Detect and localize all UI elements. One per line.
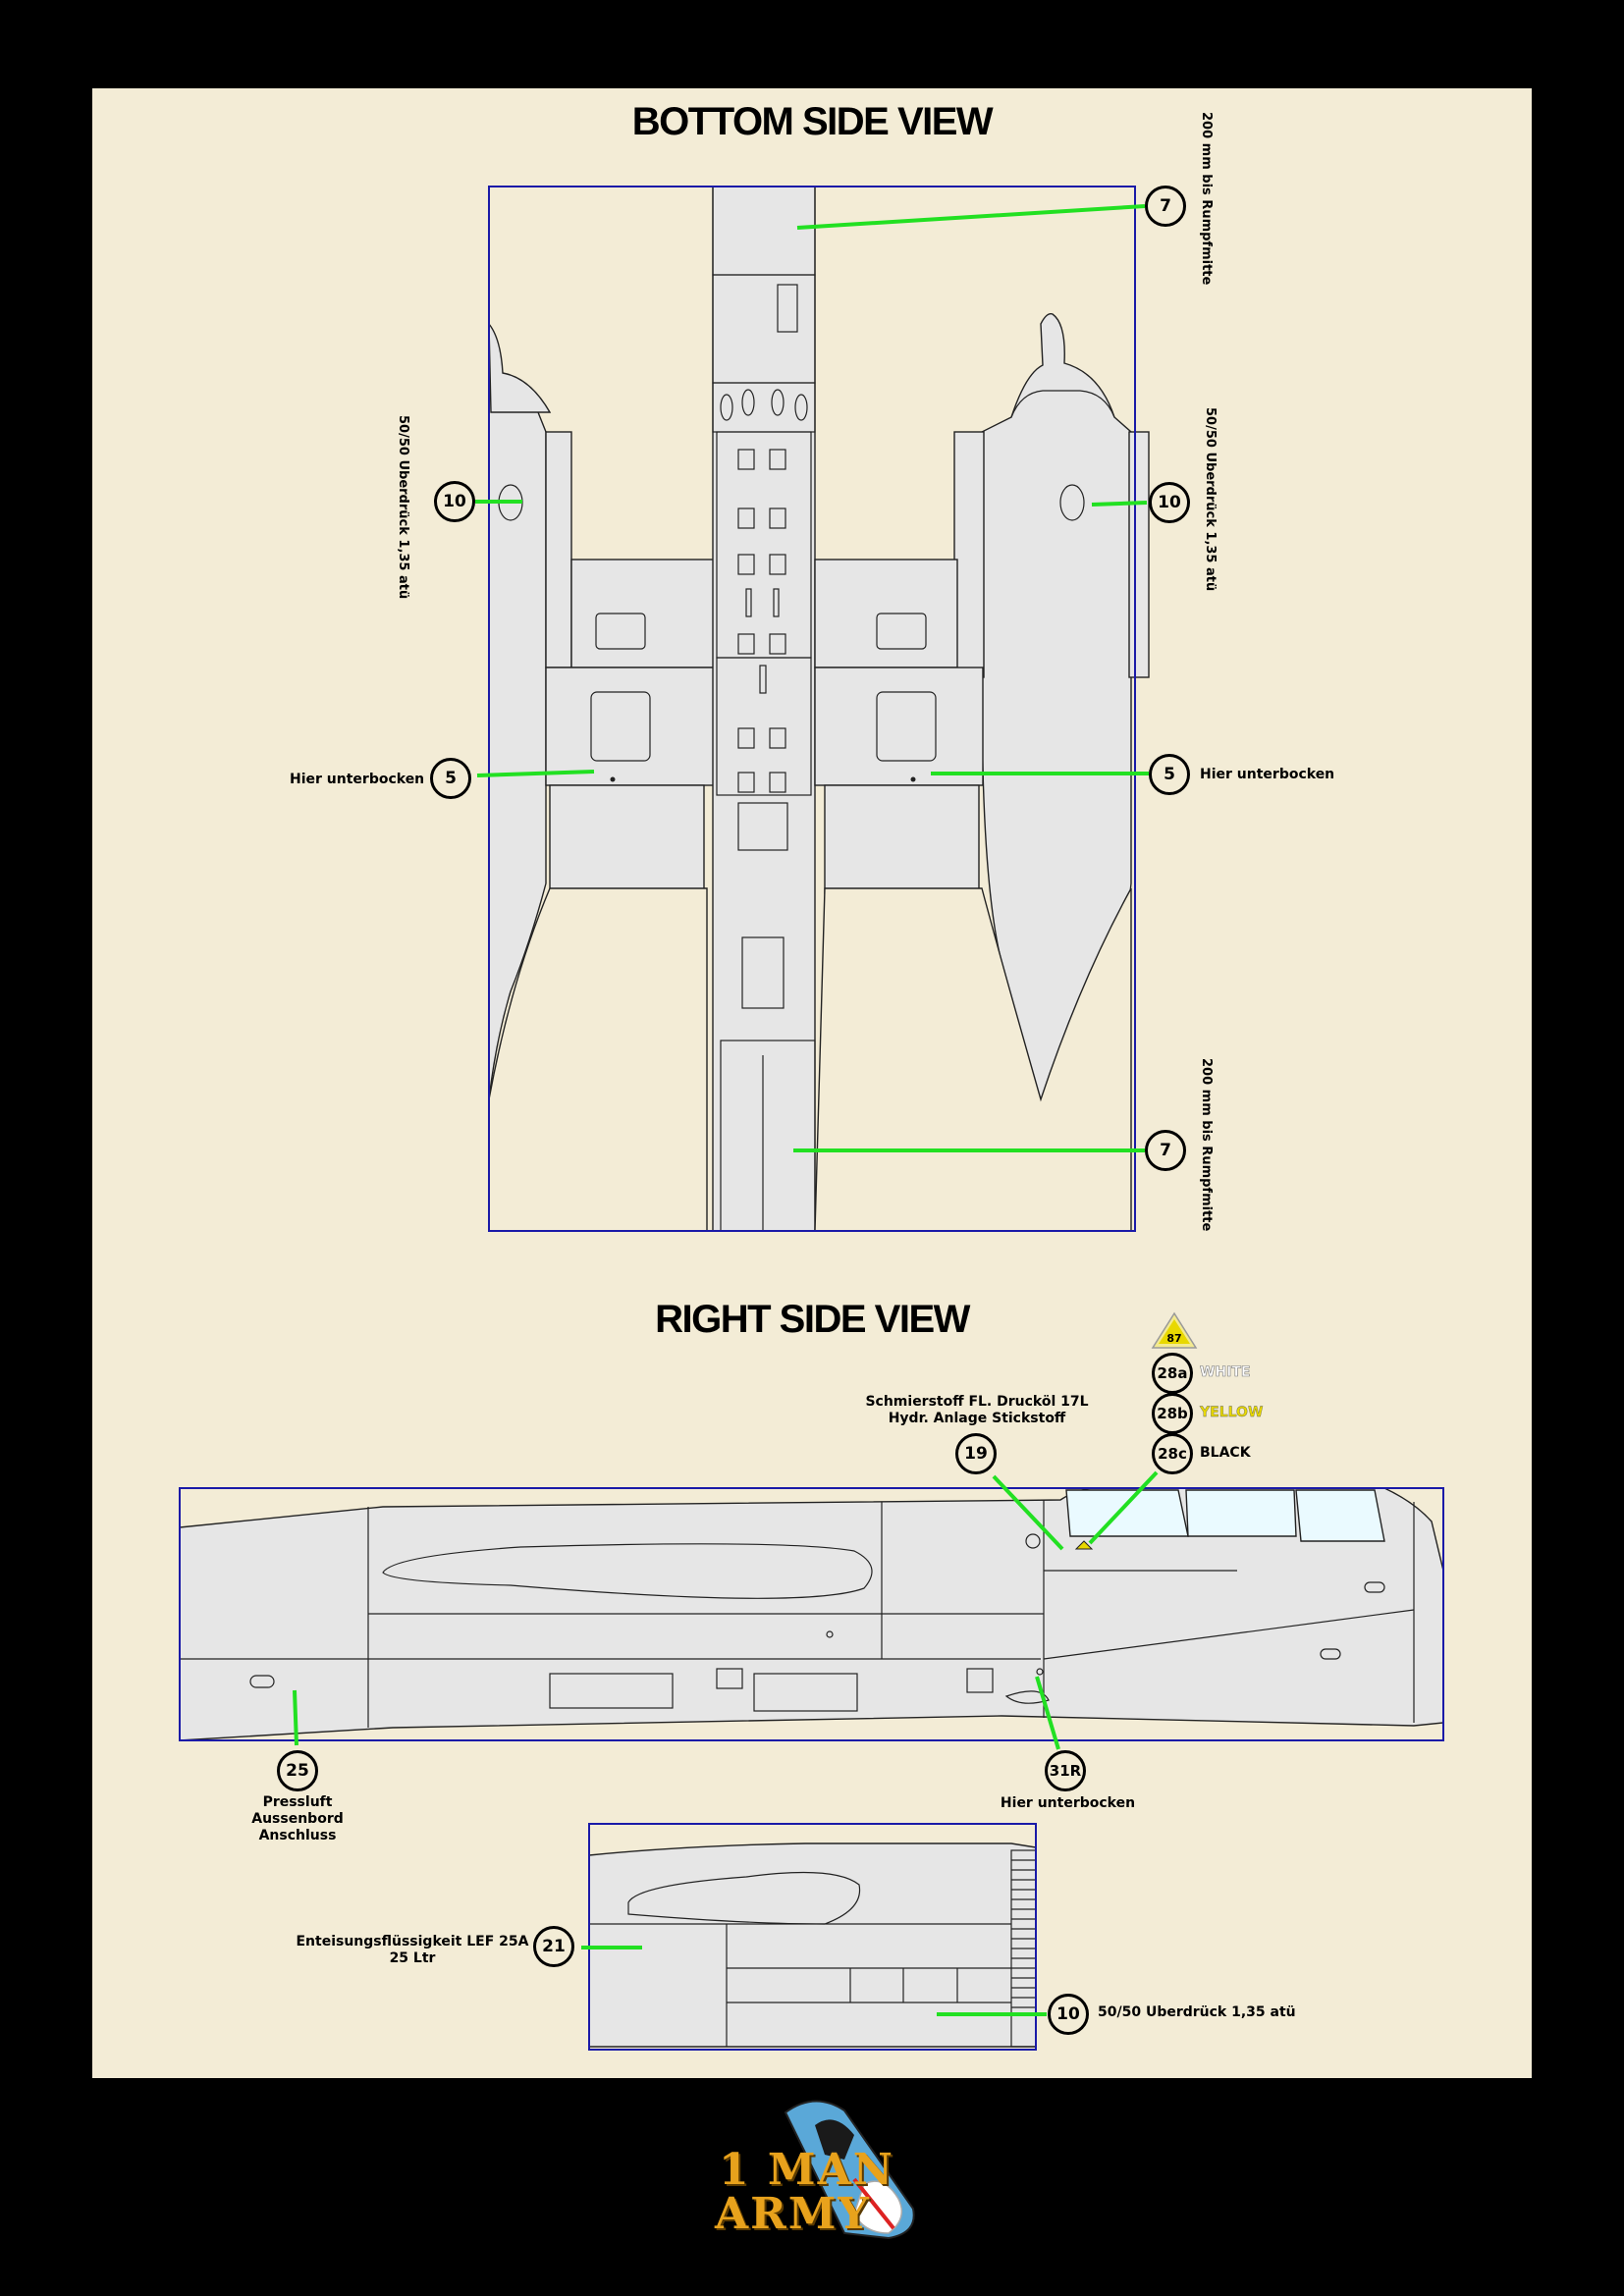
- label-21-line1: Enteisungsflüssigkeit LEF 25A: [296, 1934, 529, 1949]
- callout-10-detail: 10: [1048, 1994, 1089, 2035]
- label-25-line2: Aussenbord: [251, 1811, 344, 1827]
- logo-line2: ARMY: [715, 2189, 871, 2239]
- callout-7-bottom: 7: [1145, 1130, 1186, 1171]
- logo-line1: 1 MAN: [719, 2145, 894, 2195]
- label-5-right: Hier unterbocken: [1200, 767, 1335, 782]
- label-19-line2: Hydr. Anlage Stickstoff: [888, 1411, 1066, 1426]
- callout-31r: 31R: [1045, 1750, 1086, 1791]
- logo-graphic: [784, 2100, 915, 2240]
- label-28c: BLACK: [1200, 1445, 1251, 1461]
- label-21-line2: 25 Ltr: [389, 1950, 436, 1966]
- label-31r: Hier unterbocken: [1000, 1795, 1136, 1811]
- detail-view-drawing: [581, 1823, 1047, 2051]
- logo: 1 MAN ARMY: [707, 2101, 943, 2248]
- label-25-line3: Anschluss: [258, 1828, 337, 1843]
- label-10-detail: 50/50 Uberdrück 1,35 atü: [1098, 2004, 1296, 2020]
- note-7-bottom: 200 mm bis Rumpfmitte: [1199, 1058, 1214, 1232]
- marking-87: 87: [1166, 1332, 1182, 1345]
- callout-25: 25: [277, 1750, 318, 1791]
- label-25-line1: Pressluft: [262, 1794, 333, 1810]
- note-10-left: 50/50 Uberdrück 1,35 atü: [396, 415, 410, 600]
- callout-28b: 28b: [1152, 1393, 1193, 1434]
- callout-10-right: 10: [1149, 482, 1190, 523]
- callout-10-left: 10: [434, 481, 475, 522]
- right-view-title: RIGHT SIDE VIEW: [655, 1298, 970, 1341]
- label-19-line1: Schmierstoff FL. Drucköl 17L: [865, 1394, 1089, 1410]
- label-28b: YELLOW: [1200, 1405, 1264, 1420]
- callout-28c: 28c: [1152, 1433, 1193, 1474]
- note-7-top: 200 mm bis Rumpfmitte: [1199, 112, 1214, 286]
- callout-7-top: 7: [1145, 186, 1186, 227]
- callout-19: 19: [955, 1433, 997, 1474]
- callout-28a: 28a: [1152, 1353, 1193, 1394]
- label-28a: WHITE: [1200, 1364, 1251, 1381]
- note-10-right: 50/50 Uberdrück 1,35 atü: [1203, 407, 1218, 592]
- callout-5-left: 5: [430, 758, 471, 799]
- bottom-view-title: BOTTOM SIDE VIEW: [631, 100, 994, 143]
- label-5-left: Hier unterbocken: [290, 772, 425, 787]
- bottom-view-drawing: [475, 186, 1150, 1232]
- callout-5-right: 5: [1149, 754, 1190, 795]
- right-view-drawing: [179, 1311, 1444, 1750]
- callout-21: 21: [533, 1926, 574, 1967]
